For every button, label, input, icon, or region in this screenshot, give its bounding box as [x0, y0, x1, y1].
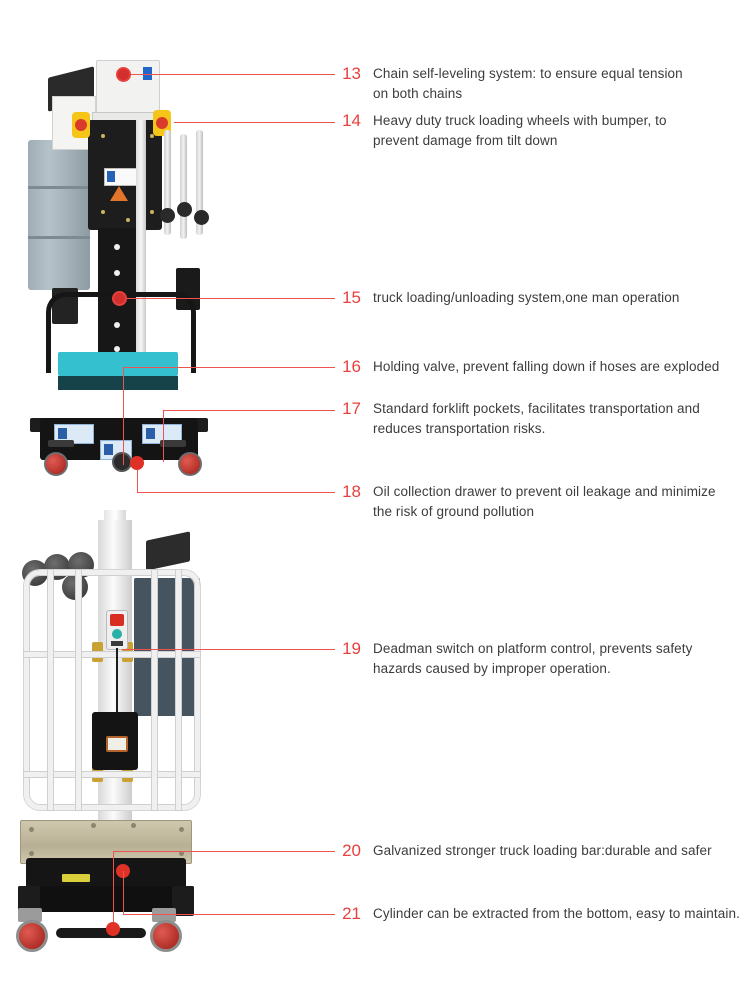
- callout-16: 16 Holding valve, prevent falling down i…: [335, 357, 719, 377]
- callout-20-text: Galvanized stronger truck loading bar:du…: [373, 843, 712, 858]
- chassis-decal-right: [142, 424, 182, 444]
- bolt: [101, 134, 105, 138]
- leader-line-21-vertical: [123, 871, 124, 914]
- caster-mount-right: [152, 908, 176, 922]
- leader-line-21-horizontal: [123, 914, 335, 915]
- callout-19-text: Deadman switch on platform control, prev…: [373, 641, 693, 676]
- forklift-pocket-right: [160, 440, 186, 447]
- marker-18: [130, 456, 144, 470]
- callout-20: 20 Galvanized stronger truck loading bar…: [335, 841, 712, 861]
- callout-16-number: 16: [342, 357, 361, 376]
- oil-drawer-knob: [112, 452, 132, 472]
- callout-18-number: 18: [342, 482, 361, 501]
- bolt: [101, 210, 105, 214]
- galvanized-truck-loading-bar: [20, 820, 192, 864]
- leader-line-15: [127, 298, 335, 299]
- marker-13: [116, 67, 131, 82]
- outrigger-right: [172, 886, 194, 916]
- callout-13-text: Chain self-leveling system: to ensure eq…: [373, 66, 683, 101]
- leader-line-18-horizontal: [137, 492, 335, 493]
- callout-21-text: Cylinder can be extracted from the botto…: [373, 906, 740, 921]
- callout-21: 21 Cylinder can be extracted from the bo…: [335, 904, 740, 924]
- callout-15-number: 15: [342, 288, 361, 307]
- white-mast: [98, 520, 132, 850]
- guardrail-lower-bar: [24, 772, 200, 777]
- callout-14-text: Heavy duty truck loading wheels with bum…: [373, 113, 667, 148]
- guardrail-post-2: [76, 570, 81, 810]
- bolt: [150, 210, 154, 214]
- forklift-pocket-left: [48, 440, 74, 447]
- control-cord: [116, 648, 118, 714]
- callout-17-text: Standard forklift pockets, facilitates t…: [373, 401, 700, 436]
- leader-line-19: [122, 649, 335, 650]
- caster-wheel-right: [150, 920, 182, 952]
- leader-line-17-horizontal: [163, 410, 335, 411]
- guardrail-post-1: [48, 570, 53, 810]
- leader-line-20-vertical: [113, 851, 114, 929]
- callout-13-number: 13: [342, 64, 361, 83]
- bolt: [150, 134, 154, 138]
- chassis-lower: [18, 886, 194, 912]
- caster-mount-left: [18, 908, 42, 922]
- guardrail-cage: [24, 570, 200, 810]
- chassis-yellow-decal: [62, 874, 90, 882]
- bottom-loading-bar: [56, 928, 146, 938]
- platform-underside: [58, 376, 178, 390]
- blue-indicator: [143, 67, 152, 80]
- control-label: [111, 641, 123, 646]
- leader-line-16-vertical: [123, 367, 124, 465]
- chassis-decal-left: [54, 424, 94, 444]
- mast-rail: [136, 120, 146, 370]
- truck-loading-wheel-right: [153, 110, 171, 136]
- battery-box: [92, 712, 138, 770]
- callout-18: 18 Oil collection drawer to prevent oil …: [335, 482, 716, 521]
- guardrail-mid-bar: [24, 652, 200, 657]
- callout-13: 13 Chain self-leveling system: to ensure…: [335, 64, 683, 103]
- leader-line-17-vertical: [163, 410, 164, 462]
- caster-wheel-left: [16, 920, 48, 952]
- callout-17-number: 17: [342, 399, 361, 418]
- guardrail-post-4: [176, 570, 181, 810]
- instruction-decal: [104, 168, 138, 186]
- platform-control-box[interactable]: [106, 610, 128, 650]
- callout-15: 15 truck loading/unloading system,one ma…: [335, 288, 680, 308]
- top-hood-cover: [146, 531, 190, 571]
- marker-15: [112, 291, 127, 306]
- leader-line-16-horizontal: [123, 367, 335, 368]
- callout-19: 19 Deadman switch on platform control, p…: [335, 639, 693, 678]
- truck-loading-wheel-left: [72, 112, 90, 138]
- caster-wheel-left: [44, 452, 68, 476]
- deadman-switch-button[interactable]: [112, 629, 122, 639]
- leader-line-20-horizontal: [113, 851, 335, 852]
- callout-15-text: truck loading/unloading system,one man o…: [373, 290, 680, 305]
- callout-19-number: 19: [342, 639, 361, 658]
- leader-line-14: [174, 122, 335, 123]
- teal-platform: [58, 352, 178, 376]
- callout-17: 17 Standard forklift pockets, facilitate…: [335, 399, 700, 438]
- machine-bottom-illustration: [0, 500, 330, 994]
- callout-16-text: Holding valve, prevent falling down if h…: [373, 359, 720, 374]
- callout-14-number: 14: [342, 111, 361, 130]
- emergency-stop-button[interactable]: [110, 614, 124, 626]
- power-unit-housing: [134, 578, 200, 716]
- guardrail-post-3: [152, 570, 157, 810]
- decal-icon: [107, 171, 115, 182]
- callout-20-number: 20: [342, 841, 361, 860]
- marker-20: [106, 922, 120, 936]
- callout-14: 14 Heavy duty truck loading wheels with …: [335, 111, 667, 150]
- bolt: [126, 218, 130, 222]
- folded-rail-arms: [160, 130, 218, 250]
- machine-top-illustration: [0, 0, 330, 500]
- hydraulic-tank: [28, 140, 90, 290]
- warning-triangle-decal: [110, 186, 128, 201]
- callout-21-number: 21: [342, 904, 361, 923]
- leader-line-13: [131, 74, 335, 75]
- caster-wheel-right: [178, 452, 202, 476]
- stacked-tires: [22, 552, 112, 600]
- leader-line-18-vertical: [137, 470, 138, 492]
- callout-18-text: Oil collection drawer to prevent oil lea…: [373, 484, 716, 519]
